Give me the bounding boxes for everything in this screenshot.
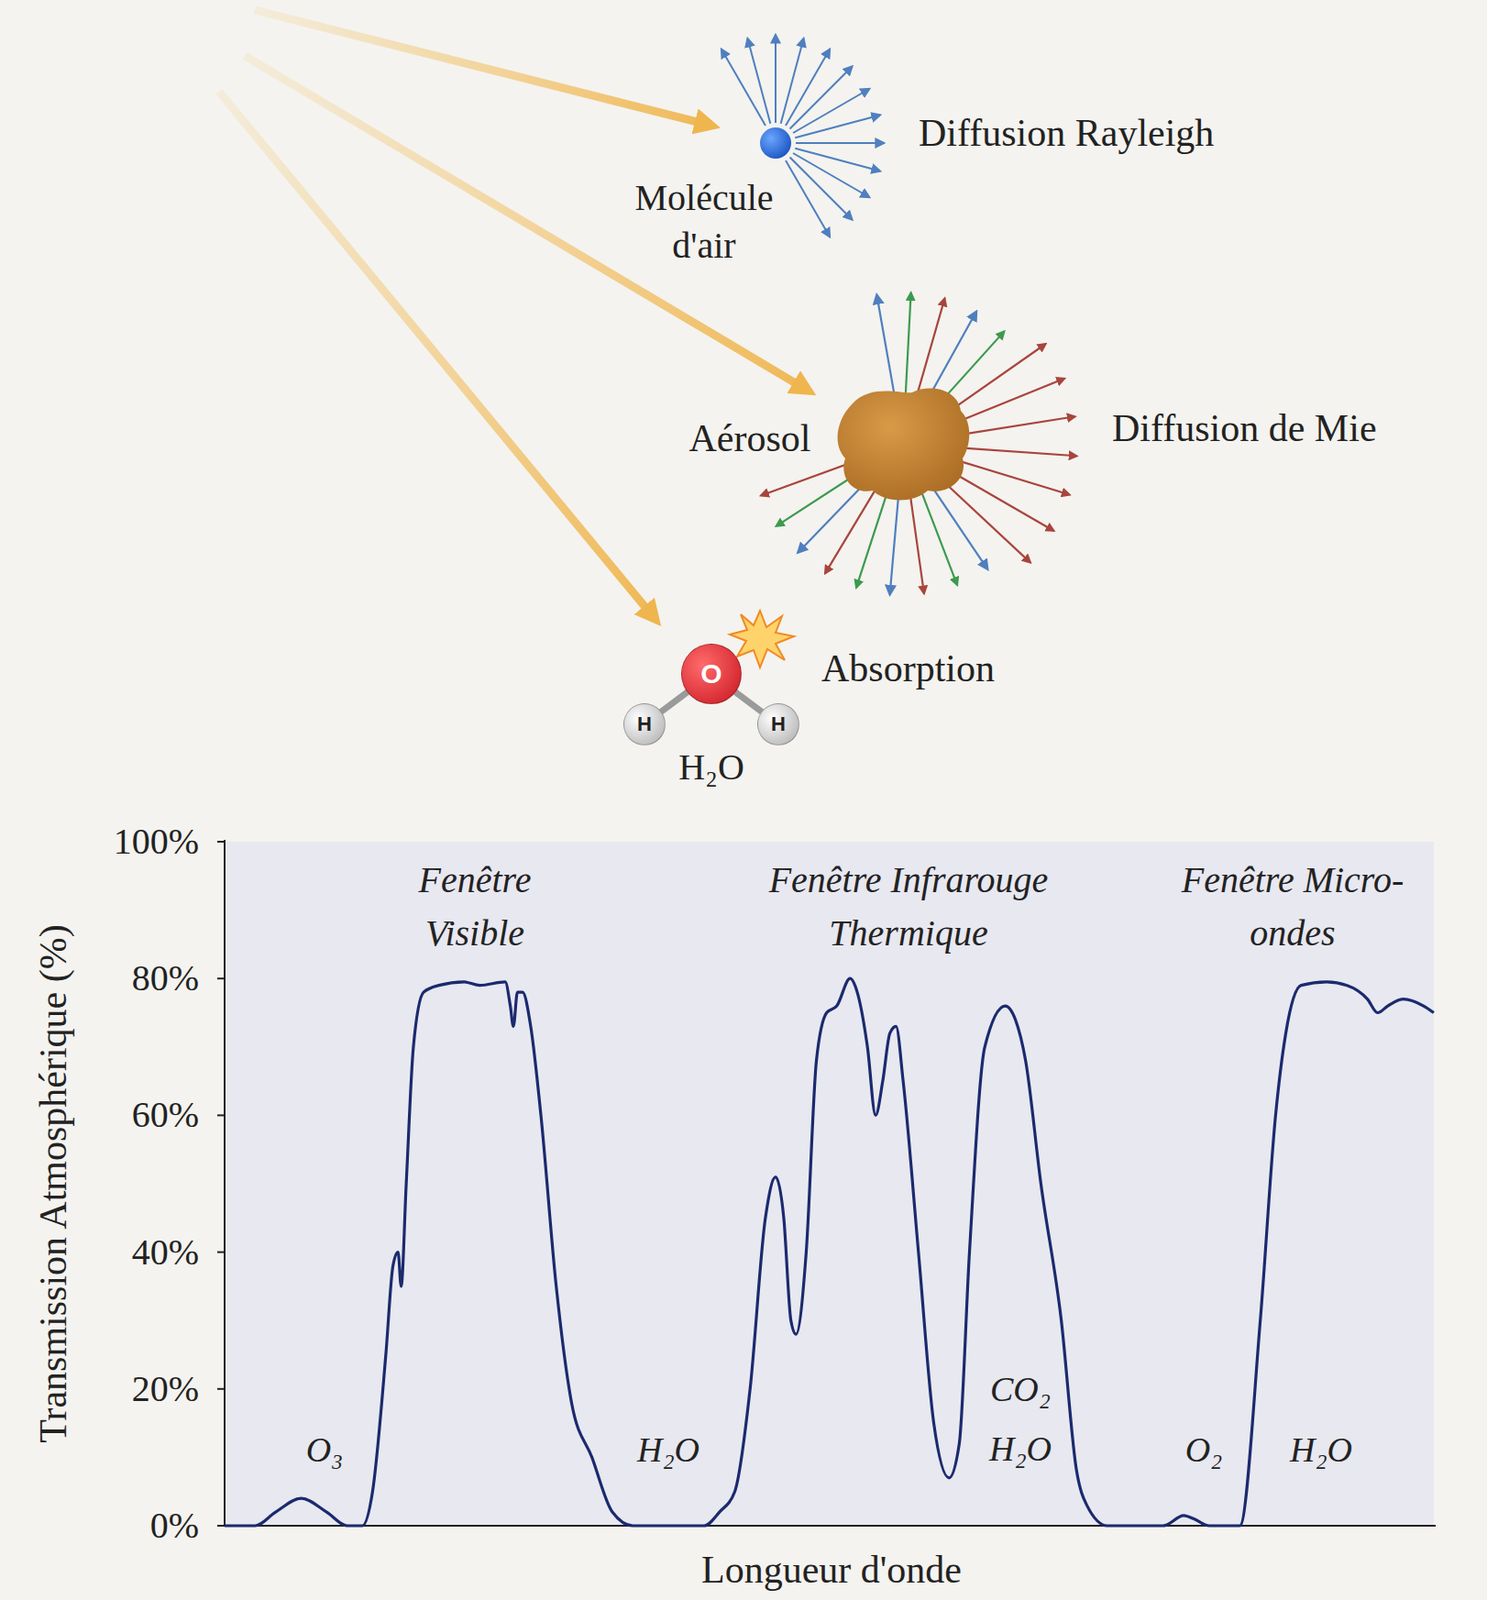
scattered-ray [747,38,771,124]
tick-mark [217,977,225,980]
incident-ray [254,10,708,125]
absorber-label: H₂O [1289,1428,1353,1473]
transmission-curve [224,978,1434,1526]
air-molecule [760,127,792,159]
axis-title: Transmission Atmosphérique (%) [29,924,78,1443]
scattered-ray [856,491,888,588]
absorber-label: O₂ [1185,1428,1223,1473]
scattered-ray [927,311,977,400]
scattered-ray [793,88,870,133]
scattered-ray [931,485,989,570]
absorber-label: CO₂ H₂O [974,1359,1067,1480]
tick-mark [217,840,225,843]
tick-mark [217,1524,225,1527]
scattered-ray [944,343,1047,415]
tick-mark [217,1387,225,1390]
scattered-ray [794,114,881,138]
y-axis [223,839,226,1527]
scattered-ray [876,295,894,395]
scattered-ray [916,297,945,396]
scattered-ray [790,157,853,221]
scattered-ray [952,416,1075,436]
scattered-ray [953,447,1078,456]
scattered-ray [905,292,912,394]
transmission-chart [217,839,1436,1527]
scattered-ray [794,148,881,172]
scattered-ray [949,378,1065,426]
axis-title: Longueur d'onde [701,1545,962,1595]
scattered-ray [790,66,853,130]
incident-ray [219,91,653,617]
chemical-bond [658,689,691,714]
tick-label: 0% [150,1502,199,1549]
x-axis [223,1524,1436,1527]
scattered-ray [921,490,958,585]
scattered-ray [785,49,830,126]
absorber-label: H₂O [637,1428,700,1473]
absorption-burst [729,610,794,668]
scattered-ray [785,160,830,237]
y-ticks [217,841,225,1526]
chemical-bond [732,689,765,714]
window-title: Fenêtre Visible [387,853,562,960]
tick-label: 60% [132,1091,199,1138]
tick-label: 20% [132,1365,199,1412]
scattered-ray [793,153,870,198]
plot-area [224,841,1434,1526]
absorber-label: O₃ [306,1428,344,1473]
scattered-ray [890,494,900,595]
scattered-ray [797,480,868,553]
scattered-ray [910,493,925,594]
tick-label: 80% [132,955,199,1002]
oxygen-atom: O [681,643,742,705]
tick-mark [217,1113,225,1116]
process-label: Absorption [821,644,995,694]
scattered-ray [825,486,878,573]
object-label: Molécule d'air [616,174,792,270]
atom-symbol: O [700,658,722,690]
window-title: Fenêtre Infrarouge Thermique [729,853,1088,960]
scattered-ray [951,458,1070,495]
atom-symbol: H [637,712,652,737]
aerosol-particle [837,388,970,501]
sun-rays [219,10,805,617]
object-label: Aérosol [689,414,812,463]
scattered-ray [721,49,766,126]
atom-symbol: H [771,712,786,737]
scattered-ray [795,142,884,144]
molecule-formula: H₂O [678,744,745,791]
tick-label: 40% [132,1229,199,1276]
scattered-ray [774,34,777,123]
process-label: Diffusion de Mie [1112,404,1377,453]
window-title: Fenêtre Micro-ondes [1178,853,1408,960]
tick-label: 100% [113,818,199,865]
scattered-ray [760,461,856,496]
hydrogen-atom: H [623,703,666,746]
scattered-ray [781,38,805,124]
process-label: Diffusion Rayleigh [918,109,1214,158]
tick-mark [217,1251,225,1254]
hydrogen-atom: H [757,703,800,746]
